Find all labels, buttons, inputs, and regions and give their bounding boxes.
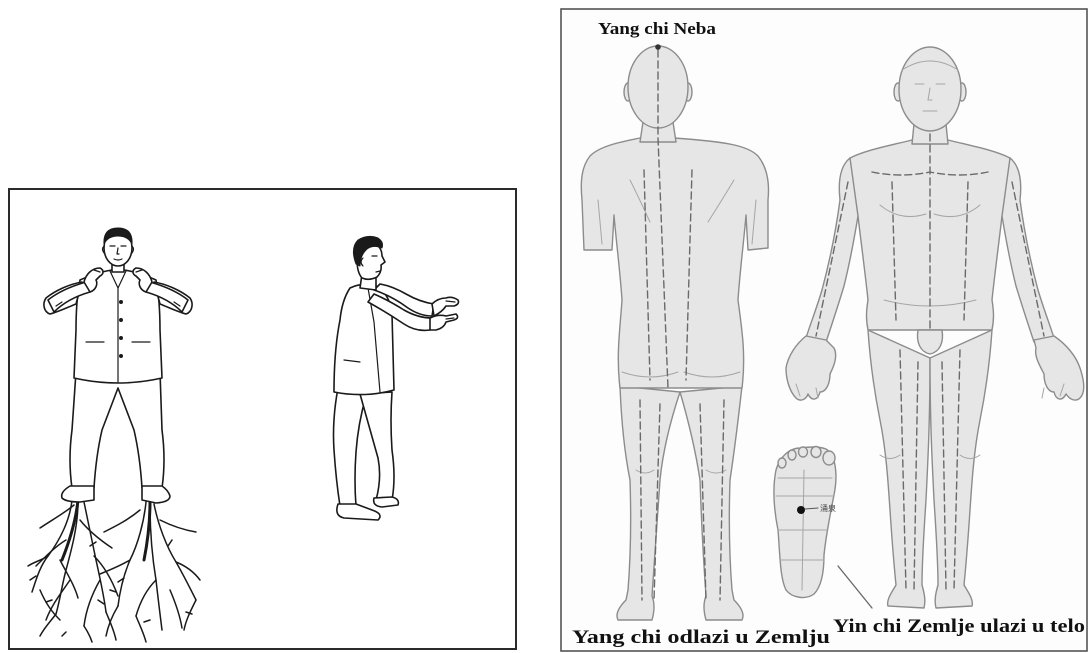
toe	[778, 458, 786, 468]
button	[120, 301, 123, 304]
big-toe	[823, 451, 835, 465]
button	[120, 337, 123, 340]
left-shoe	[62, 486, 94, 502]
button	[120, 355, 123, 358]
button	[120, 319, 123, 322]
left-panel	[9, 189, 516, 649]
label-yang-chi-to-earth: Yang chi odlazi u Zemlju	[572, 627, 831, 648]
right-panel: 涌泉 Yang chi Neba Yang chi odlazi u Zemlj…	[561, 9, 1087, 651]
toe	[811, 447, 821, 458]
front-shoe	[374, 497, 399, 507]
label-yin-chi-from-earth: Yin chi Zemlje ulazi u telo	[833, 616, 1085, 637]
acupoint-label: 涌泉	[820, 503, 836, 513]
label-yang-chi-heaven: Yang chi Neba	[598, 19, 717, 38]
toe	[799, 447, 808, 457]
crown-point	[655, 44, 661, 50]
right-shoe	[142, 486, 170, 503]
toe	[788, 450, 796, 460]
sole-acupoint	[797, 506, 805, 514]
